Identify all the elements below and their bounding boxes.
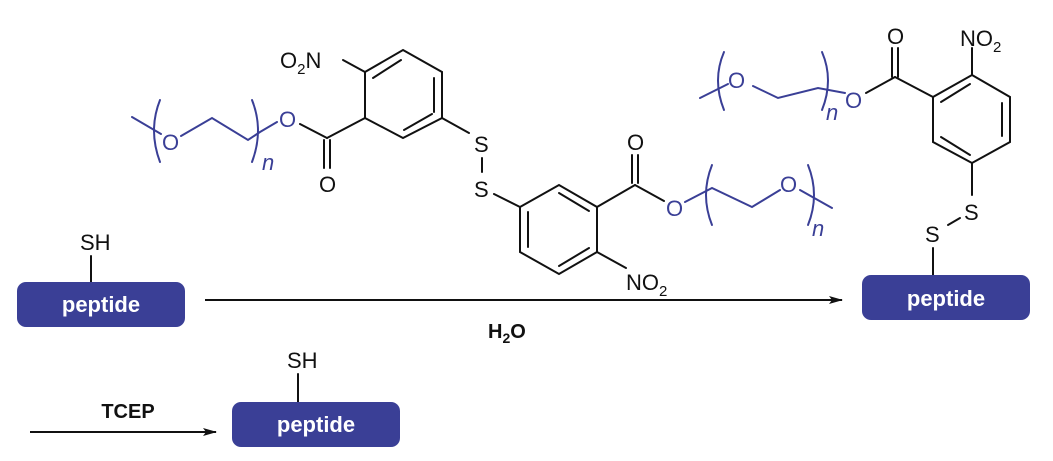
disulfide-reagent: O2N O O O n S S O O O n NO2 [131, 48, 833, 300]
left-bracket-2 [705, 164, 713, 226]
nitro-group-bottom: NO2 [626, 270, 667, 300]
carbonyl-oxygen-2: O [627, 130, 644, 155]
product-right-bracket [821, 51, 829, 111]
sulfur-2: S [474, 177, 489, 202]
product-ester-oxygen: O [845, 88, 862, 113]
reduced-thiol-label: SH [287, 348, 318, 373]
product-carbonyl-oxygen: O [887, 24, 904, 49]
reduced-peptide-box [232, 402, 400, 447]
reactant-thiol-label: SH [80, 230, 111, 255]
benzene-ring-1 [364, 48, 443, 140]
nitro-group-top: O2N [280, 48, 321, 78]
product-peptide-box [862, 275, 1030, 320]
product-benzene-ring [932, 73, 1011, 165]
reduced-peptide: SH peptide [232, 348, 400, 447]
carbonyl-oxygen-1: O [319, 172, 336, 197]
condition-tcep: TCEP [101, 401, 154, 423]
repeat-n-2: n [812, 216, 824, 241]
product: NO2 O O O n S S peptide [699, 24, 1030, 320]
product-sulfur-1: S [964, 200, 979, 225]
product-peg-chain [752, 85, 846, 100]
reactant-peptide-label: peptide [62, 292, 140, 317]
peg-oxygen-2: O [780, 172, 797, 197]
peg-oxygen-1: O [162, 130, 179, 155]
peg-chain-1 [180, 116, 278, 142]
product-peg-oxygen: O [728, 68, 745, 93]
ester-oxygen-2: O [666, 196, 683, 221]
reduced-peptide-label: peptide [277, 412, 355, 437]
left-bracket-1 [153, 99, 161, 163]
product-nitro-group: NO2 [960, 26, 1001, 56]
ester-oxygen-1: O [279, 107, 296, 132]
repeat-n-1: n [262, 150, 274, 175]
benzene-ring-2 [519, 183, 598, 276]
reactant-peptide-box [17, 282, 185, 327]
sulfur-1: S [474, 132, 489, 157]
right-bracket-2 [807, 164, 815, 226]
reactant-peptide: SH peptide [17, 230, 185, 327]
product-repeat-n: n [826, 100, 838, 125]
peg-chain-2 [684, 186, 781, 209]
condition-water: H2O [488, 321, 526, 346]
product-peptide-label: peptide [907, 286, 985, 311]
product-left-bracket [717, 51, 725, 111]
right-bracket-1 [251, 99, 259, 163]
product-sulfur-2: S [925, 222, 940, 247]
